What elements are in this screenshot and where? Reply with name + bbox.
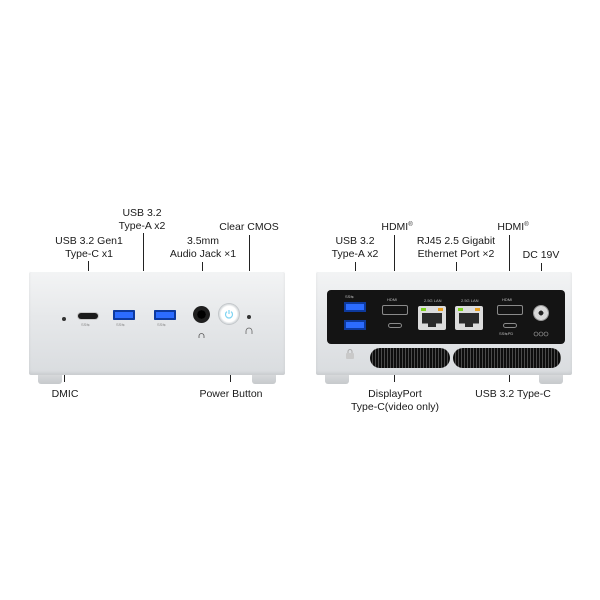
rear-usb-c-label: USB 3.2 Type-C: [475, 388, 551, 400]
chassis-foot: [325, 375, 349, 384]
lock-icon: [344, 347, 356, 359]
hdmi-port[interactable]: [382, 305, 408, 315]
dc-in-port[interactable]: [533, 305, 549, 321]
dmic-label: DMIC: [51, 388, 79, 400]
ss-pd-marking: SS⇆PD: [499, 331, 514, 336]
usb-a-port[interactable]: [344, 302, 366, 312]
power-button-label: Power Button: [199, 388, 263, 400]
usb-a-port[interactable]: [154, 310, 176, 320]
clear-cmos-label: Clear CMOS: [219, 221, 279, 233]
displayport-type-c-port[interactable]: [388, 323, 402, 328]
usb-a-port[interactable]: [113, 310, 135, 320]
cmos-marking-icon: [244, 322, 254, 334]
vent-grille: [370, 348, 450, 368]
leader-line: [143, 233, 144, 286]
leader-line: [456, 262, 457, 276]
ss-marking: SS⇆: [116, 322, 125, 327]
ss-marking: SS⇆: [157, 322, 166, 327]
usb-c-port[interactable]: [503, 323, 517, 328]
lan-port[interactable]: [455, 306, 483, 330]
clear-cmos-hole[interactable]: [247, 315, 251, 319]
dmic-hole: [62, 317, 66, 321]
chassis-foot: [539, 375, 563, 384]
usb-a-port[interactable]: [344, 320, 366, 330]
rear-io-panel: [327, 290, 565, 344]
chassis-foot: [252, 375, 276, 384]
hdmi-marking: HDMI: [387, 297, 398, 302]
leader-line: [394, 235, 395, 292]
front-chassis: [29, 271, 285, 375]
dc-label: DC 19V: [522, 249, 560, 261]
lan-marking: 2.5G LAN: [461, 298, 479, 303]
power-button[interactable]: [219, 304, 239, 324]
vent-grille: [453, 348, 561, 368]
hdmi-marking: HDMI: [502, 297, 513, 302]
lan-marking: 2.5G LAN: [424, 298, 442, 303]
ss-marking: SS⇆: [81, 322, 90, 327]
usb-c-port[interactable]: [78, 313, 98, 319]
hdmi-right-label: HDMI®: [497, 221, 529, 233]
hdmi-left-label: HDMI®: [381, 221, 413, 233]
ss-marking: SS⇆: [345, 294, 354, 299]
power-icon: [224, 310, 234, 319]
audio-jack[interactable]: [193, 306, 210, 323]
dc-polarity-icon: [533, 324, 549, 337]
chassis-foot: [38, 375, 62, 384]
leader-line: [509, 235, 510, 292]
headphone-icon: [198, 326, 205, 338]
hdmi-port[interactable]: [497, 305, 523, 315]
lan-port[interactable]: [418, 306, 446, 330]
